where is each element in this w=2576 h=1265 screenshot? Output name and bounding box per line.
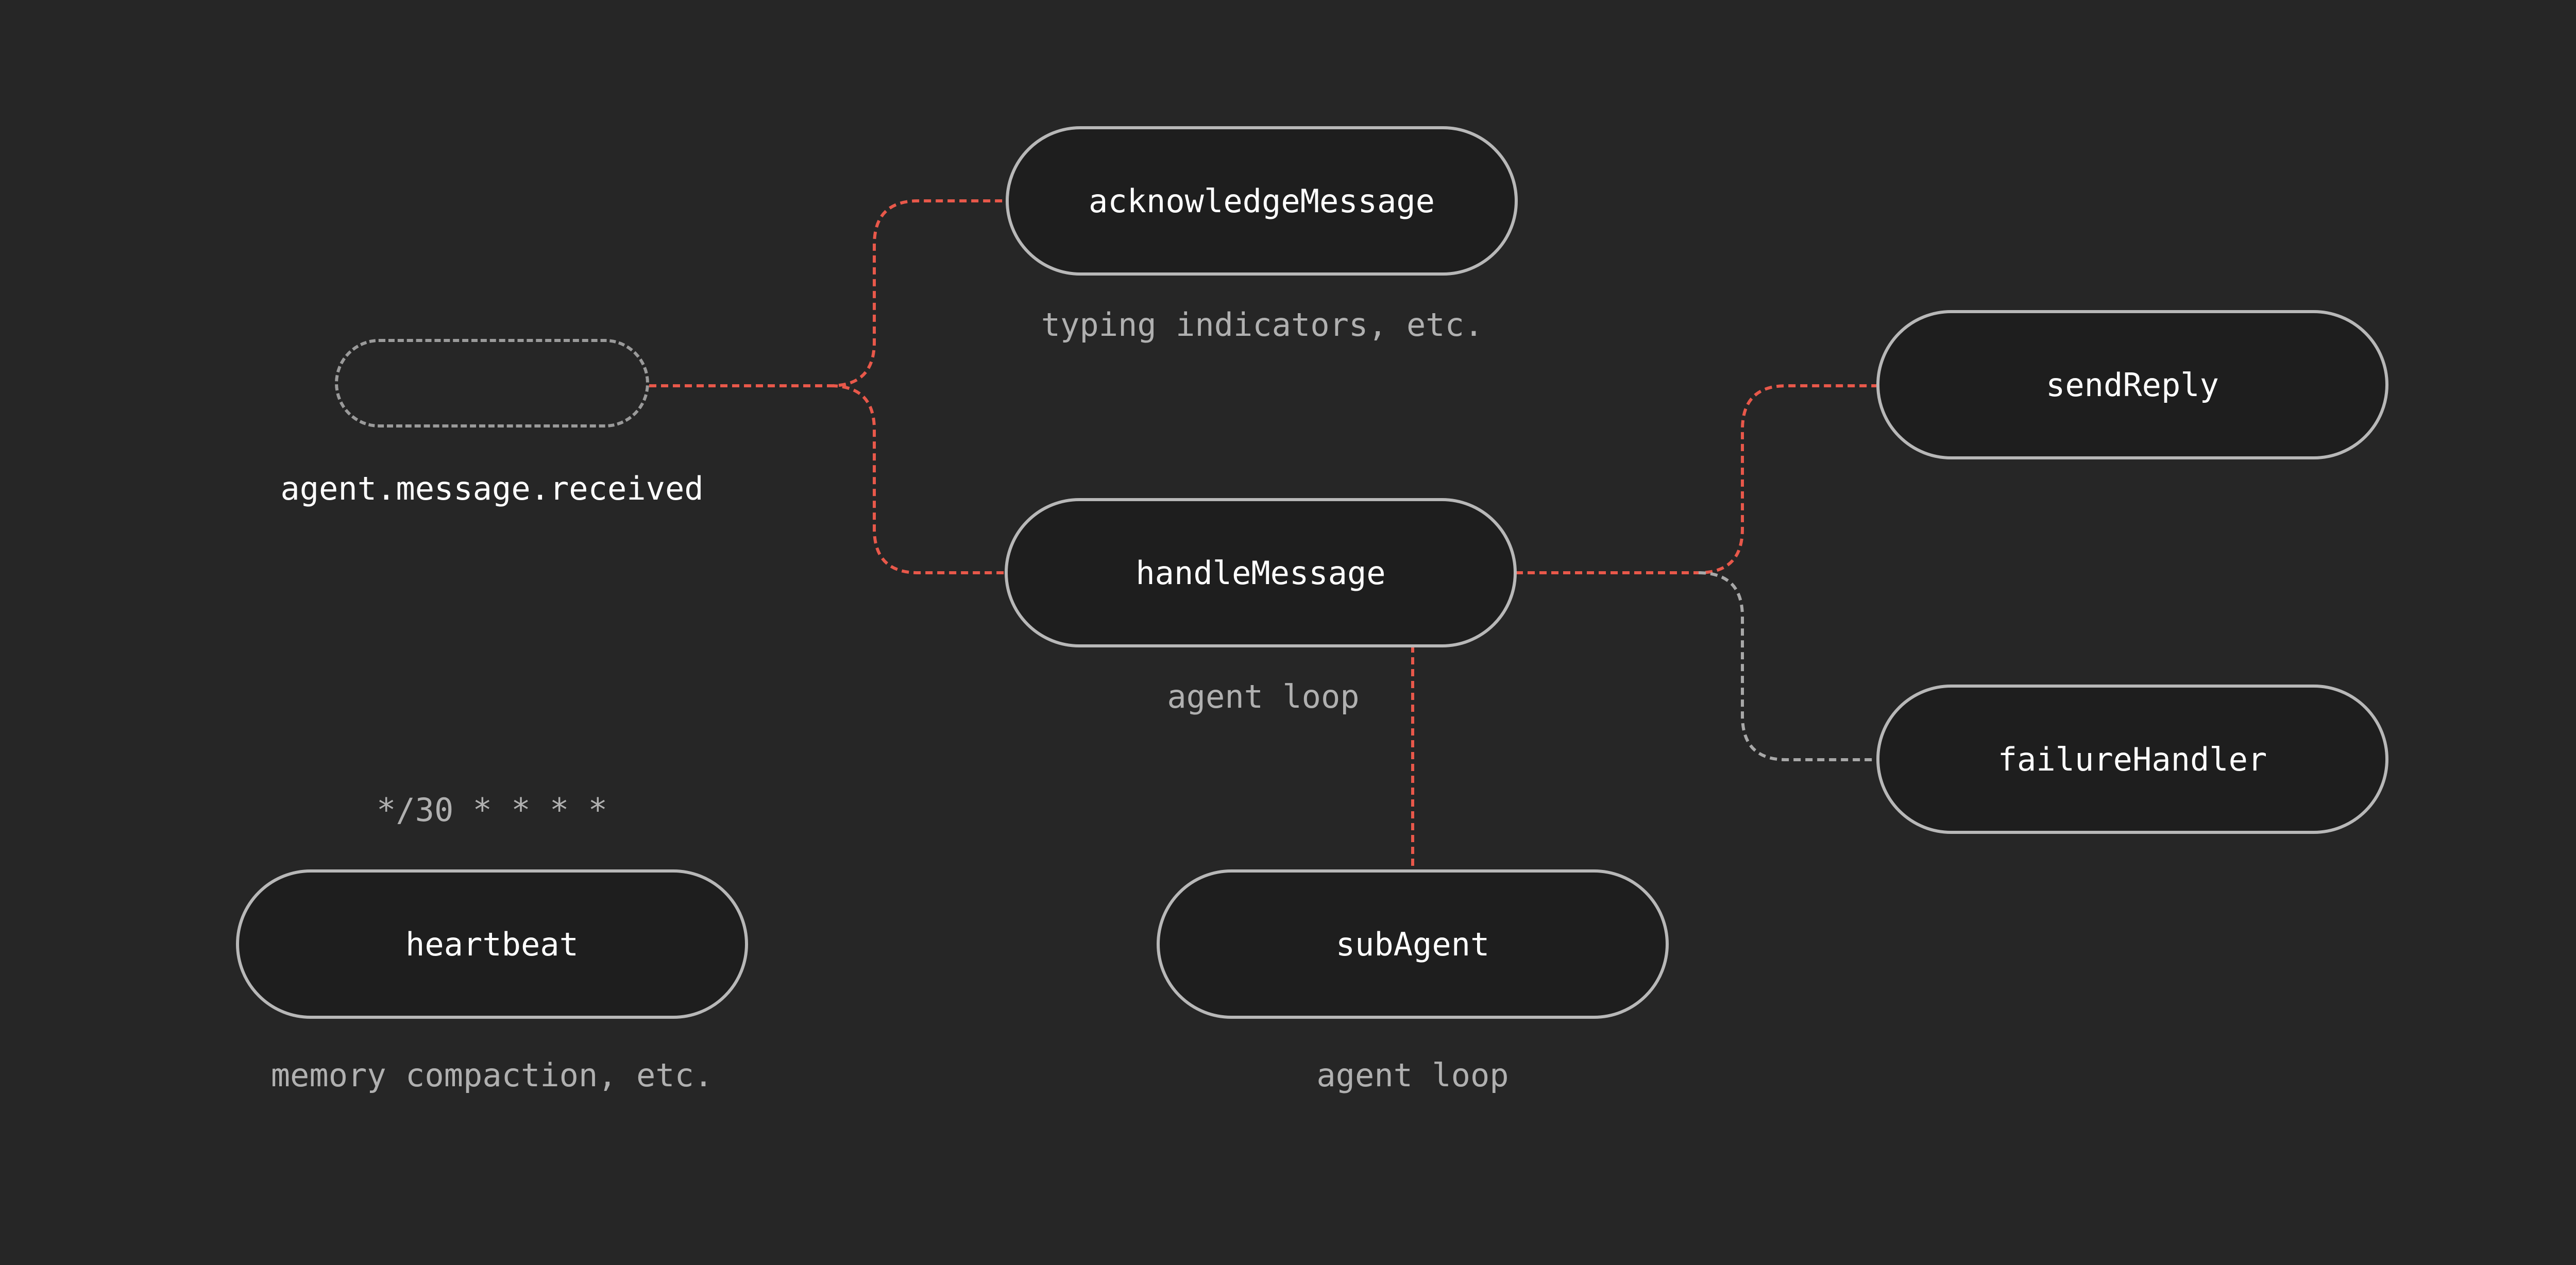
- sub-agent-label: subAgent: [1335, 925, 1490, 963]
- edge-handle-message-to-send-reply: [1516, 384, 1876, 574]
- trigger-node: [335, 339, 649, 428]
- send-reply-node[interactable]: sendReply: [1876, 310, 2388, 459]
- edge-trigger-to-handle-message: [830, 384, 1005, 574]
- sub-agent-caption: agent loop: [1316, 1056, 1509, 1094]
- send-reply-label: sendReply: [2046, 366, 2219, 404]
- heartbeat-node[interactable]: heartbeat: [236, 869, 748, 1019]
- acknowledge-message-caption: typing indicators, etc.: [1041, 306, 1484, 344]
- edge-handle-message-to-failure-handler: [1698, 571, 1876, 761]
- failure-handler-node[interactable]: failureHandler: [1876, 685, 2388, 834]
- acknowledge-message-label: acknowledgeMessage: [1089, 182, 1435, 220]
- heartbeat-label: heartbeat: [405, 925, 579, 963]
- sub-agent-node[interactable]: subAgent: [1157, 869, 1669, 1019]
- heartbeat-schedule: */30 * * * *: [377, 791, 607, 829]
- trigger-label: agent.message.received: [280, 470, 704, 507]
- acknowledge-message-node[interactable]: acknowledgeMessage: [1006, 126, 1518, 276]
- heartbeat-caption: memory compaction, etc.: [270, 1056, 714, 1094]
- handle-message-node[interactable]: handleMessage: [1005, 498, 1517, 647]
- handle-message-label: handleMessage: [1136, 554, 1386, 592]
- handle-message-caption: agent loop: [1167, 678, 1360, 715]
- edge-trigger-to-acknowledge-message: [649, 199, 1006, 387]
- failure-handler-label: failureHandler: [1997, 740, 2267, 778]
